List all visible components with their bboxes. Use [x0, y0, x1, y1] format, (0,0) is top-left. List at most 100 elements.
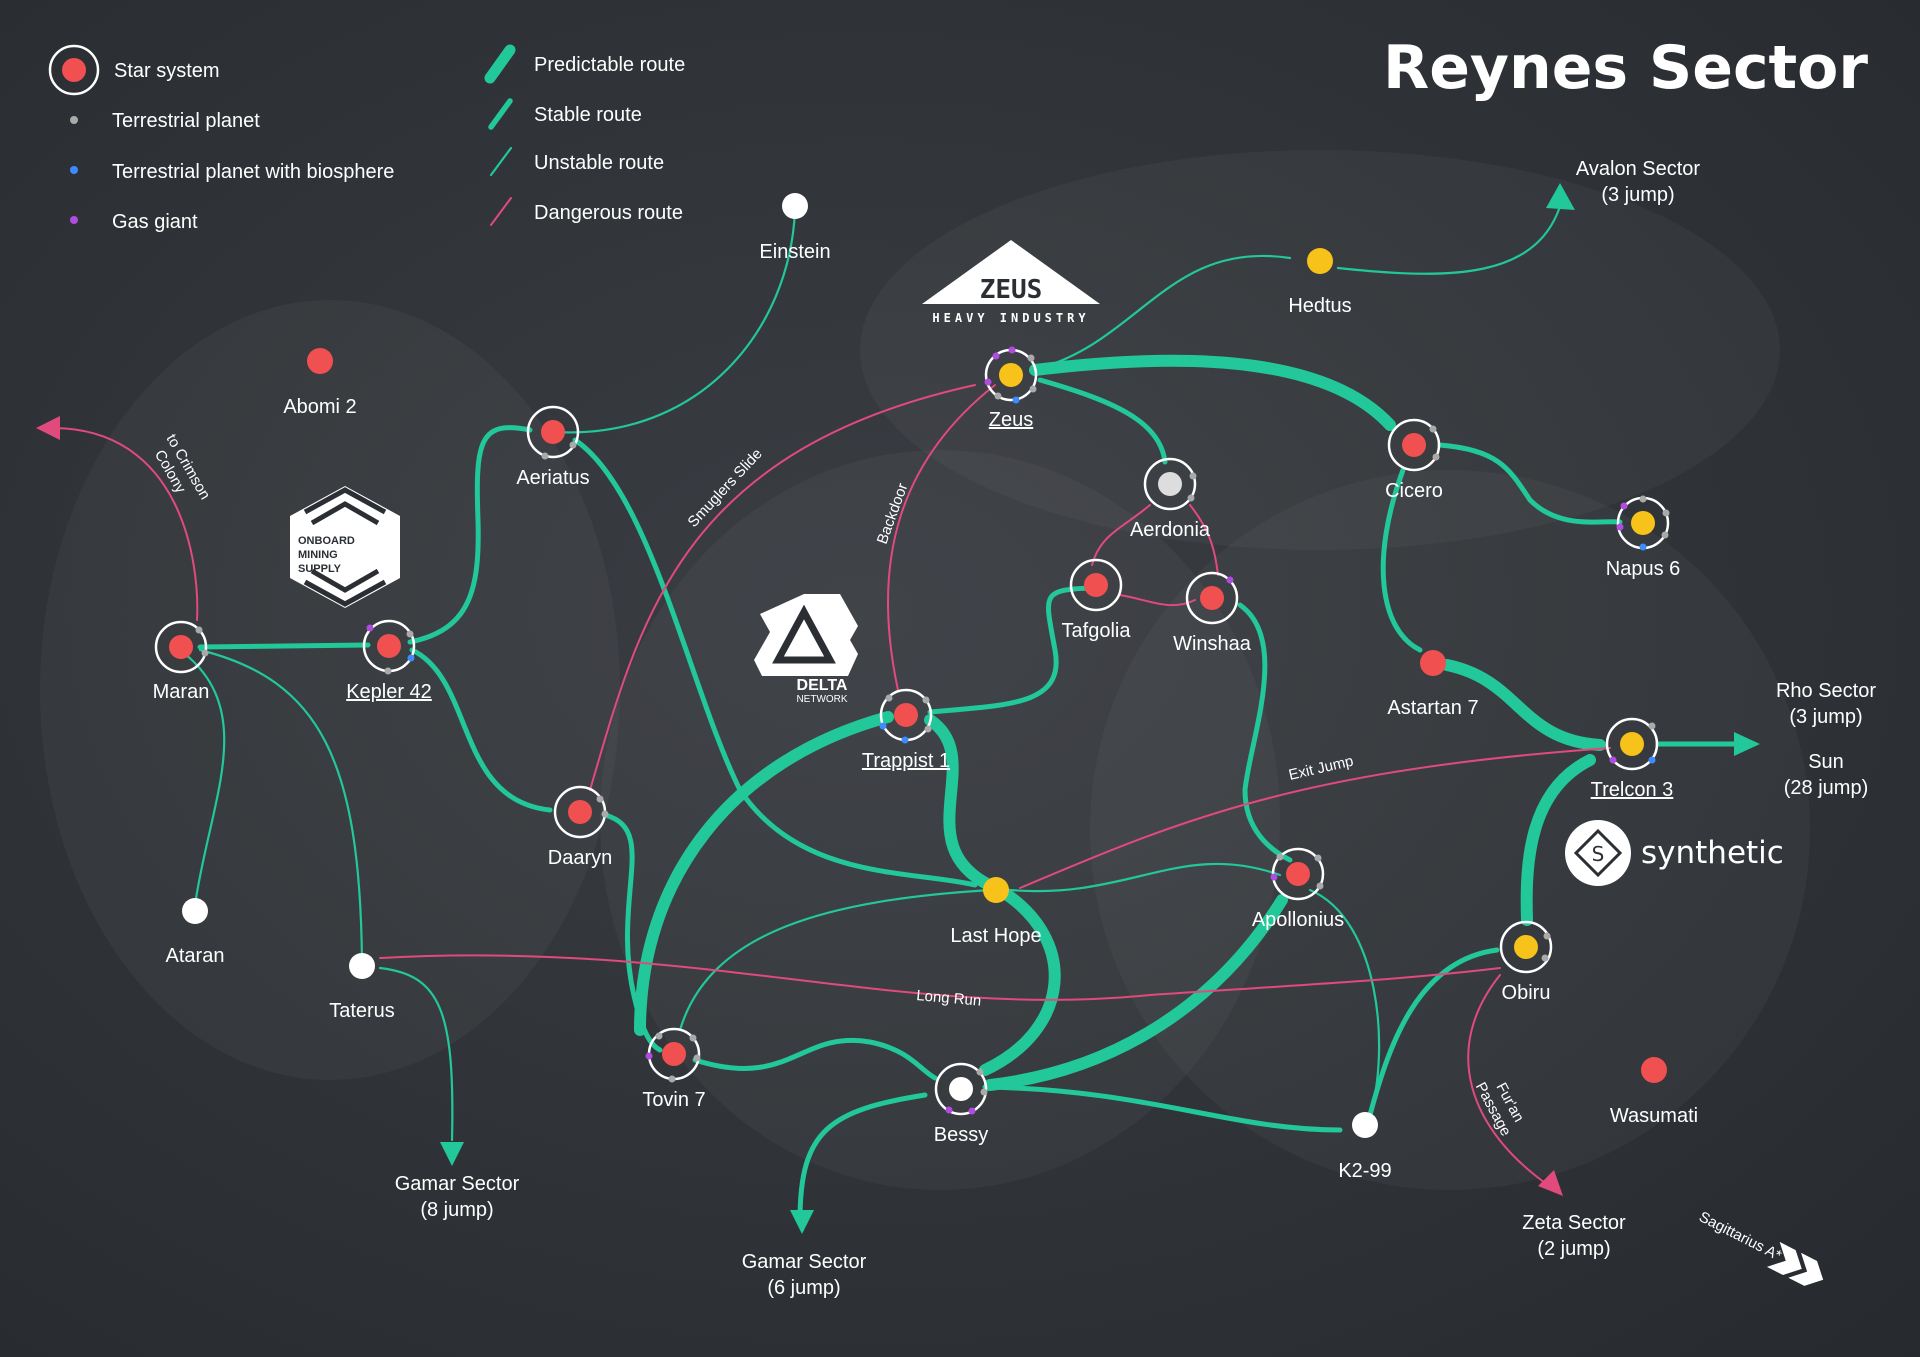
legend-dangerous-line: [490, 197, 512, 226]
label-trappist[interactable]: Trappist 1: [862, 750, 950, 772]
label-zeus[interactable]: Zeus: [989, 409, 1033, 431]
route-cicero-napus[interactable]: [1437, 442, 1623, 525]
star-red: [377, 634, 401, 658]
system-trelcon[interactable]: [1605, 717, 1659, 771]
system-maran[interactable]: [154, 620, 209, 674]
route-backdoor[interactable]: [887, 384, 996, 691]
label-kepler[interactable]: Kepler 42: [346, 681, 432, 703]
star-red: [1641, 1057, 1667, 1083]
legend-dangerous: Dangerous route: [490, 197, 683, 226]
planet-terrestrial: [1029, 385, 1037, 393]
system-apollonius[interactable]: [1270, 847, 1325, 901]
route-einstein-aeriatus[interactable]: [553, 208, 797, 434]
system-tovin[interactable]: [645, 1027, 701, 1083]
route-zeus-cicero[interactable]: [1029, 354, 1396, 431]
exit-sun-jump: (28 jump): [1784, 777, 1868, 799]
system-zeus[interactable]: [984, 346, 1038, 404]
route-crimson[interactable]: [54, 427, 199, 621]
system-taterus[interactable]: [349, 953, 375, 979]
route-kepler-daaryn[interactable]: [409, 647, 553, 813]
legend-star-dot: [62, 58, 86, 82]
planet-gas-giant: [1226, 576, 1234, 584]
route-aerdonia-tafgolia[interactable]: [1091, 504, 1151, 566]
system-napus[interactable]: [1616, 495, 1670, 551]
exit-avalon-jump: (3 jump): [1601, 184, 1674, 206]
route-long-run[interactable]: [379, 954, 1501, 1001]
onboard-logo-line3: SUPPLY: [298, 563, 342, 575]
system-ataran[interactable]: [182, 898, 208, 924]
route-aerdonia-winshaa[interactable]: [1189, 504, 1219, 576]
label-hedtus: Hedtus: [1288, 295, 1351, 317]
route-winshaa-apollonius[interactable]: [1237, 602, 1293, 863]
system-k299[interactable]: [1352, 1112, 1378, 1138]
route-trappist-tovin[interactable]: [634, 711, 894, 1036]
label-long-run: Long Run: [916, 987, 982, 1010]
planet-terrestrial: [1543, 932, 1551, 940]
route-apollonius-bessy[interactable]: [984, 894, 1288, 1091]
route-lasthope-tovin[interactable]: [678, 888, 992, 1032]
system-wasumati[interactable]: [1641, 1057, 1667, 1083]
exit-avalon-name: Avalon Sector: [1576, 158, 1700, 180]
orbit-ring: [1185, 571, 1239, 625]
planet-terrestrial: [924, 725, 932, 733]
route-taterus-gamar8[interactable]: [378, 966, 454, 1142]
planet-terrestrial: [1429, 425, 1437, 433]
route-obiru-k299[interactable]: [1367, 947, 1500, 1118]
arrow-gamar8[interactable]: [440, 1142, 464, 1166]
star-yellow: [983, 877, 1009, 903]
arrow-crimson[interactable]: [36, 416, 60, 440]
system-aeriatus[interactable]: [526, 405, 580, 460]
route-lasthope-apollonius[interactable]: [1008, 862, 1282, 893]
route-tovin-bessy[interactable]: [692, 1038, 938, 1081]
route-astartan-trelcon[interactable]: [1441, 659, 1606, 751]
system-obiru[interactable]: [1499, 920, 1553, 974]
route-daaryn-tovin[interactable]: [602, 812, 663, 1053]
system-abomi[interactable]: [307, 348, 333, 374]
route-trappist-tafgolia[interactable]: [927, 585, 1093, 715]
system-daaryn[interactable]: [553, 785, 609, 839]
star-white: [349, 953, 375, 979]
arrow-avalon[interactable]: [1546, 183, 1575, 210]
star-red: [568, 800, 592, 824]
route-bessy-gamar6[interactable]: [797, 1092, 928, 1223]
route-hedtus-avalon[interactable]: [1336, 198, 1564, 275]
system-winshaa[interactable]: [1185, 571, 1239, 625]
legend-star-label: Star system: [114, 60, 220, 82]
system-einstein[interactable]: [782, 193, 808, 219]
system-tafgolia[interactable]: [1069, 558, 1123, 612]
arrow-gamar6[interactable]: [790, 1210, 814, 1234]
system-kepler[interactable]: [362, 619, 416, 675]
system-hedtus[interactable]: [1307, 248, 1333, 274]
star-red: [541, 420, 565, 444]
star-white: [182, 898, 208, 924]
route-maran-taterus[interactable]: [198, 648, 364, 964]
route-aeriatus-lasthope[interactable]: [572, 437, 978, 888]
system-bessy[interactable]: [934, 1062, 988, 1116]
route-bessy-k299[interactable]: [982, 1084, 1343, 1133]
system-astartan[interactable]: [1420, 650, 1446, 676]
system-cicero[interactable]: [1387, 418, 1441, 472]
route-cicero-astartan[interactable]: [1380, 467, 1423, 653]
route-zeus-hedtus[interactable]: [1038, 254, 1292, 370]
system-lasthope[interactable]: [983, 877, 1009, 903]
route-kepler-aeriatus[interactable]: [407, 425, 533, 645]
arrow-zeta[interactable]: [1538, 1170, 1563, 1196]
star-red: [894, 703, 918, 727]
system-trappist[interactable]: [879, 688, 933, 744]
system-aerdonia[interactable]: [1143, 457, 1197, 511]
label-winshaa: Winshaa: [1173, 633, 1252, 655]
route-furian-passage[interactable]: [1467, 974, 1549, 1186]
route-smuglers-slide[interactable]: [589, 384, 976, 791]
route-zeus-aerdonia[interactable]: [1037, 377, 1168, 465]
route-maran-ataran[interactable]: [178, 648, 226, 907]
route-exit-jump[interactable]: [1019, 747, 1611, 889]
label-trelcon[interactable]: Trelcon 3: [1591, 779, 1674, 801]
planet-terrestrial: [601, 810, 609, 818]
arrow-rho[interactable]: [1734, 732, 1760, 756]
onboard-logo-line1: ONBOARD: [298, 535, 355, 547]
onboard-logo-line2: MINING: [298, 549, 338, 561]
route-maran-kepler[interactable]: [197, 642, 371, 650]
route-trelcon-obiru[interactable]: [1520, 754, 1596, 926]
planet-terrestrial: [1541, 954, 1549, 962]
planet-terrestrial: [406, 630, 414, 638]
